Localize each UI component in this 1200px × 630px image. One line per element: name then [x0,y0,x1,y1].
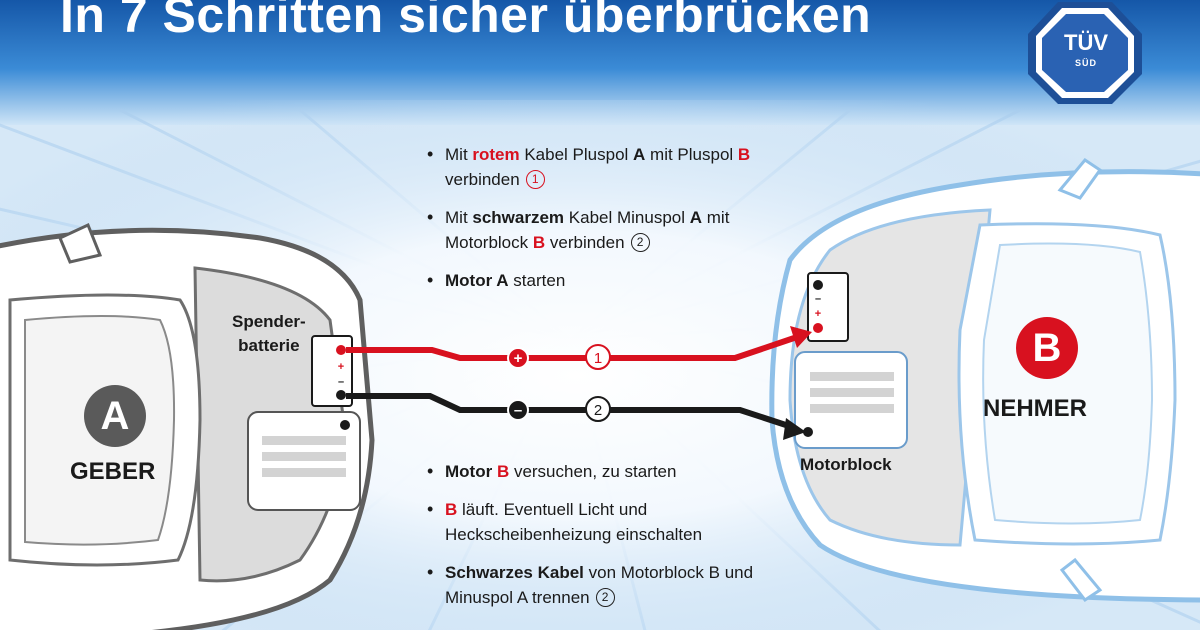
car-a-label: GEBER [70,458,156,485]
car-b-badge: B [1016,317,1078,379]
receiver-battery: – + [807,272,849,342]
car-a-badge: A [84,385,146,447]
engine-block-a [247,411,361,511]
step-item: B läuft. Eventuell Licht und Heckscheibe… [425,497,785,547]
tuev-logo: TÜV SÜD [1030,0,1142,104]
donor-battery: + – [311,335,353,407]
cable-2-number-ring [585,396,611,422]
plus-marker-group [507,347,529,369]
svg-text:–: – [815,293,821,305]
minus-marker-group [507,399,529,421]
step-number-badge: 2 [595,588,615,607]
step-number-badge: 1 [525,170,545,189]
engine-block-b [794,351,908,449]
steps-list-top: Mit rotem Kabel Pluspol A mit Pluspol B … [425,142,770,306]
step-item: Mit schwarzem Kabel Minuspol A mit Motor… [425,205,770,255]
step-item: Mit rotem Kabel Pluspol A mit Pluspol B … [425,142,770,192]
step-item: Motor A starten [425,268,770,293]
motorblock-label: Motorblock [800,455,892,474]
tuev-seal-shape [1028,2,1142,104]
page-title: In 7 Schritten sicher überbrücken [60,0,872,43]
svg-text:–: – [338,376,344,388]
step-number-badge: 2 [630,233,650,252]
step-item: Motor B versuchen, zu starten [425,459,785,484]
donor-battery-label-line2: batterie [238,336,300,355]
cable-2-number: 2 [594,402,602,419]
svg-text:+: + [815,308,821,320]
donor-battery-label: Spender- batterie [232,310,306,358]
tuev-logo-text: TÜV [1064,30,1108,55]
donor-battery-label-line1: Spender- [232,312,306,331]
cable-1-number: 1 [594,350,602,367]
plus-marker: + [514,350,523,367]
steps-list-bottom: Motor B versuchen, zu starten B läuft. E… [425,459,785,623]
minus-marker: – [514,402,522,419]
svg-text:+: + [338,361,344,373]
tuev-logo-subtext: SÜD [1074,58,1097,68]
step-item: Schwarzes Kabel von Motorblock B und Min… [425,560,785,610]
red-cable [346,326,812,361]
car-b-label: NEHMER [983,395,1088,422]
cable-1-number-ring [585,344,611,370]
black-cable [346,393,806,440]
